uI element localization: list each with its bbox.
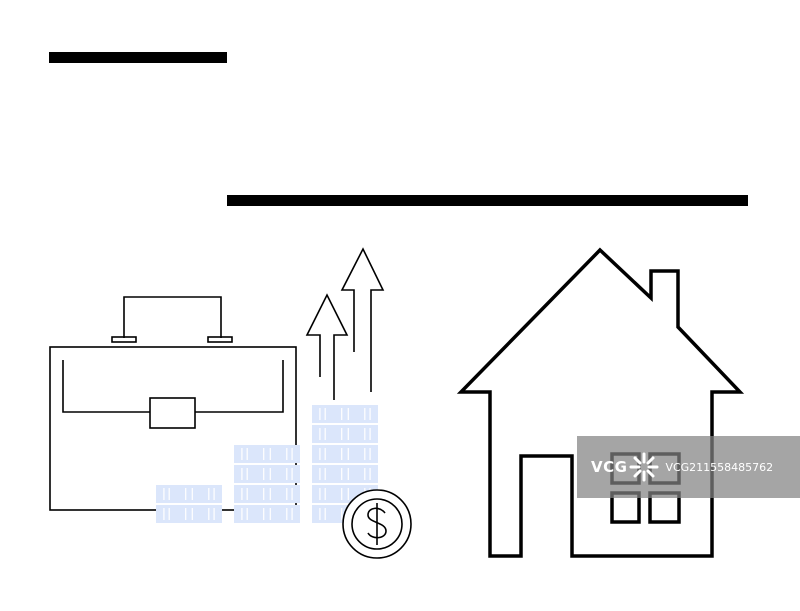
coin-stack-medium	[234, 445, 300, 523]
coin	[234, 465, 300, 483]
watermark-id: VCG211558485762	[665, 460, 774, 474]
coin-stack-small	[156, 485, 222, 523]
coin	[312, 465, 378, 483]
coin	[156, 505, 222, 523]
subtitle-placeholder-bar	[227, 195, 748, 206]
coin	[234, 505, 300, 523]
coin	[312, 405, 378, 423]
coin	[234, 485, 300, 503]
watermark-logo: VCG	[591, 458, 628, 476]
coin	[156, 485, 222, 503]
title-placeholder-bar	[49, 52, 227, 63]
coin	[312, 445, 378, 463]
watermark: VCG VCG211558485762	[577, 436, 800, 498]
growth-arrow-icon	[305, 247, 385, 400]
coin	[234, 445, 300, 463]
watermark-star-icon	[629, 452, 659, 482]
coin-stack-icon	[156, 405, 378, 523]
dollar-coin-icon	[342, 489, 412, 559]
house-icon	[456, 247, 745, 558]
coin-stack-tall	[312, 405, 378, 523]
coin	[312, 425, 378, 443]
